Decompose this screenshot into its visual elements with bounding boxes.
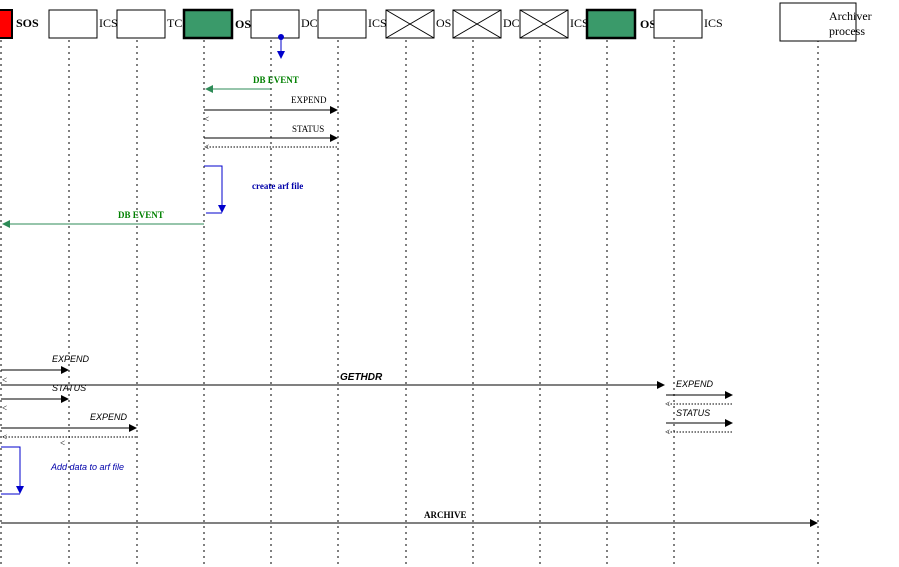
expend-1-return-mark: < bbox=[204, 114, 209, 124]
add-data-label: Add data to arf file bbox=[50, 462, 124, 472]
expend-2-label: EXPEND bbox=[52, 354, 90, 364]
status-2-label: STATUS bbox=[52, 383, 86, 393]
participant-label-dc-2: DC bbox=[503, 16, 520, 30]
status-1-label: STATUS bbox=[292, 124, 324, 134]
participant-box-ics-1 bbox=[48, 9, 98, 39]
cross-line bbox=[452, 9, 502, 39]
db-event-2-label: DB EVENT bbox=[118, 210, 164, 220]
archive-label: ARCHIVE bbox=[424, 510, 467, 520]
create-arf-label: create arf file bbox=[252, 181, 303, 191]
gethdr-label: GETHDR bbox=[340, 372, 383, 383]
db-event-1-label: DB EVENT bbox=[253, 75, 299, 85]
status-3-return-mark: < bbox=[665, 427, 670, 437]
participant-label-os-2: OS bbox=[436, 16, 451, 30]
participant-label-sos: SOS bbox=[16, 16, 39, 30]
participant-label-os: OS bbox=[235, 17, 251, 31]
participant-box-tc bbox=[116, 9, 166, 39]
participant-box-ics-2 bbox=[317, 9, 367, 39]
participant-label-ics-4: ICS bbox=[704, 16, 723, 30]
participant-label-ics-2: ICS bbox=[368, 16, 387, 30]
messages: DB EVENT EXPEND < STATUS < create arf fi… bbox=[1, 75, 818, 527]
participant-box-os bbox=[182, 8, 234, 40]
participant-label-ics-1: ICS bbox=[99, 16, 118, 30]
participant-label-ics-3: ICS bbox=[570, 16, 589, 30]
archiver-label-line2: process bbox=[829, 24, 865, 38]
trigger-event bbox=[277, 34, 285, 59]
participant-label-dc: DC bbox=[301, 16, 318, 30]
status-1-return-mark: < bbox=[204, 142, 209, 152]
archiver-label-line1: Archiver bbox=[829, 9, 872, 23]
expend-3-label: EXPEND bbox=[676, 379, 714, 389]
participants: SOS ICS TC OS DC ICS OS DC ICS OS3 ICS A… bbox=[0, 2, 872, 42]
status-3-label: STATUS bbox=[676, 408, 710, 418]
participant-box-sos bbox=[0, 9, 13, 39]
expend-2-return-mark: < bbox=[2, 375, 7, 385]
cross-line bbox=[385, 9, 435, 39]
archiver-process-box bbox=[779, 2, 857, 42]
status-2-return-mark: < bbox=[2, 403, 7, 413]
participant-label-tc: TC bbox=[167, 16, 182, 30]
expend-4-return-mark: < bbox=[2, 432, 7, 442]
expend-1-label: EXPEND bbox=[291, 95, 327, 105]
expend-4-label: EXPEND bbox=[90, 412, 128, 422]
create-arf-self-call bbox=[204, 165, 226, 213]
participant-box-ics-4 bbox=[653, 9, 703, 39]
cross-line bbox=[519, 9, 569, 39]
participant-box-dc bbox=[250, 9, 300, 39]
expend-3-return-mark: < bbox=[665, 399, 670, 409]
participant-box-os3 bbox=[585, 8, 637, 40]
add-data-self-call bbox=[1, 446, 24, 494]
expend-4-return-mark-2: < bbox=[60, 438, 65, 448]
lifelines bbox=[0, 40, 819, 567]
